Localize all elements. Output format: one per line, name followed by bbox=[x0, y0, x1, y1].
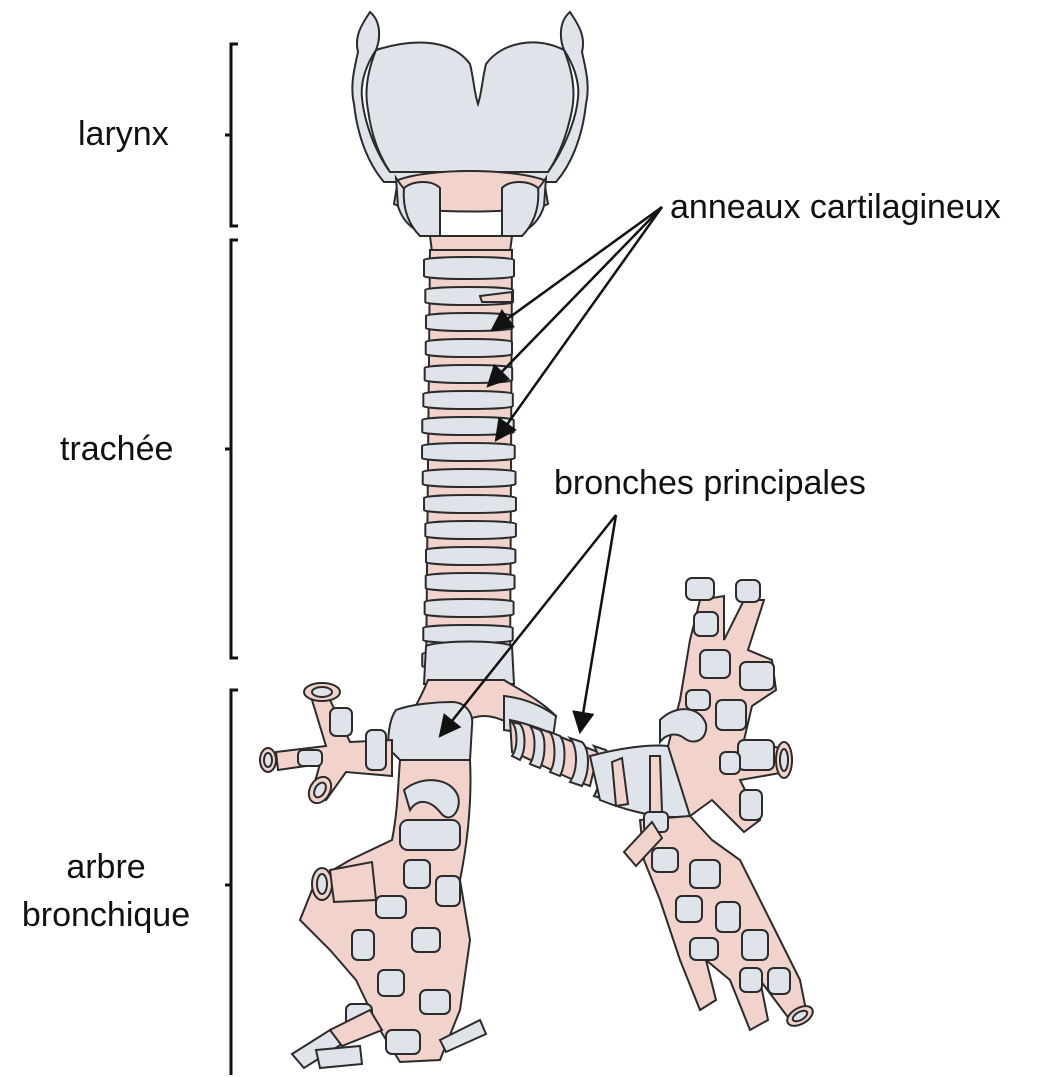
trachea-shape bbox=[422, 250, 516, 684]
larynx-bracket bbox=[225, 44, 238, 226]
trachea-ring bbox=[423, 469, 516, 487]
trachea-label: trachée bbox=[60, 428, 173, 470]
trachea-ring bbox=[426, 547, 515, 565]
bronchial-tree-label-line2: bronchique bbox=[0, 894, 212, 936]
trachea-ring bbox=[426, 339, 512, 357]
trachea-ring bbox=[424, 642, 514, 685]
larynx-shape bbox=[352, 12, 587, 252]
trachea-ring bbox=[426, 573, 515, 591]
bronchial-tree-bracket bbox=[225, 690, 238, 1075]
trachea-ring bbox=[422, 443, 515, 461]
trachea-ring bbox=[425, 521, 516, 539]
trachea-ring bbox=[424, 495, 516, 513]
trachea-ring bbox=[423, 625, 512, 643]
cartilage-rings-label: anneaux cartilagineux bbox=[670, 186, 1001, 228]
trachea-ring bbox=[426, 313, 512, 331]
larynx-label: larynx bbox=[78, 113, 169, 155]
right-bronchial-tree bbox=[590, 578, 816, 1030]
trachea-ring bbox=[423, 391, 513, 409]
bronchial-tree-label-line1: arbre bbox=[0, 846, 212, 888]
main-bronchi-label: bronches principales bbox=[554, 462, 866, 504]
trachea-ring bbox=[424, 257, 514, 279]
trachea-bracket bbox=[225, 240, 238, 658]
trachea-ring bbox=[425, 599, 514, 617]
cartilage-rings-arrows bbox=[488, 207, 662, 440]
